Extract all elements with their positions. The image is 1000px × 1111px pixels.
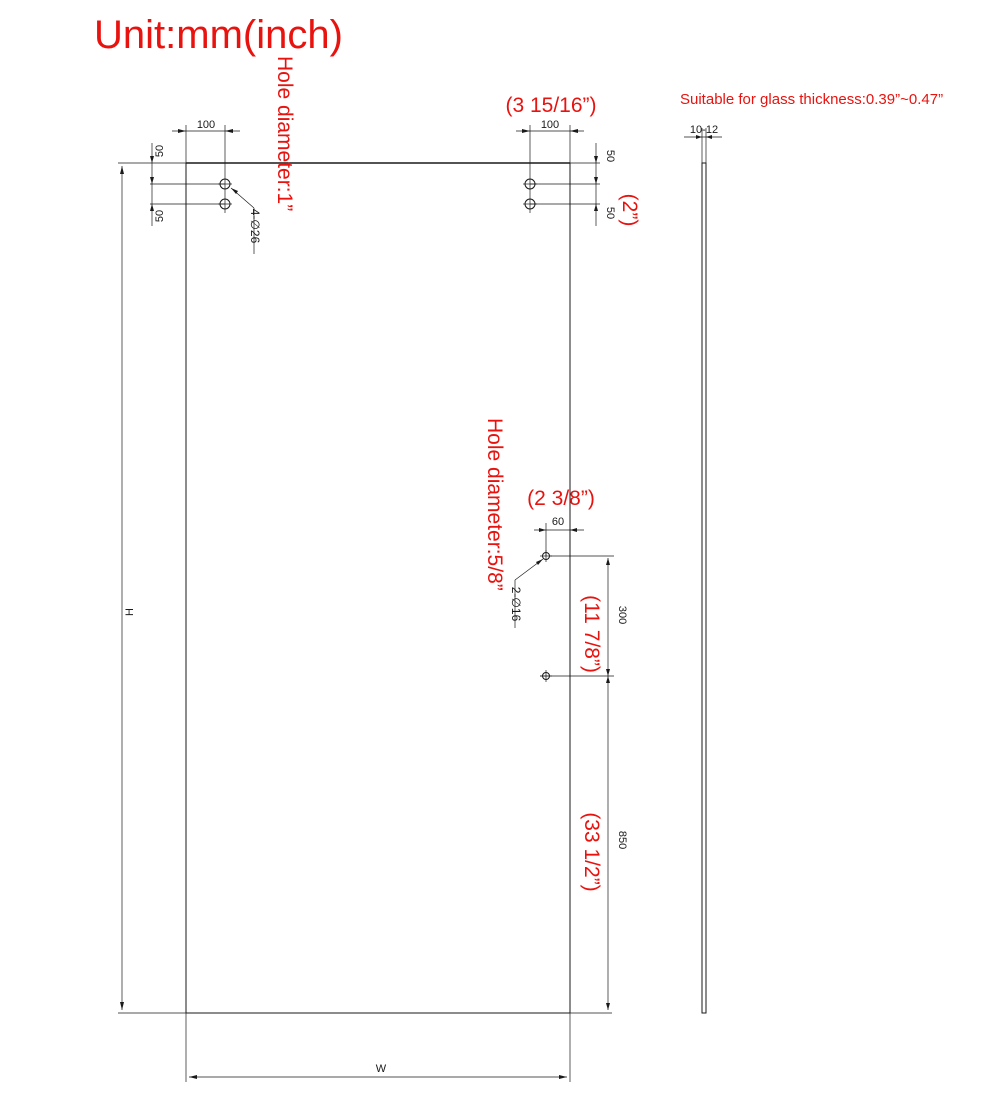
top-right-holes (523, 125, 537, 213)
top-left-edge-value: 50 (154, 145, 166, 157)
height-label: H (124, 608, 136, 616)
handle-bottom-value: 850 (616, 831, 628, 849)
top-spacing-inch: (3 15/16”) (505, 94, 596, 117)
height-dimension: H (120, 166, 136, 1010)
top-left-holes (218, 125, 232, 213)
width-label: W (376, 1063, 387, 1075)
top-right-vertical-dimensions: 50 50 (2”) (530, 143, 641, 226)
top-right-spacing-dimension: 100 (3 15/16”) (505, 94, 597, 163)
top-left-vertical-dimensions: 50 50 (150, 143, 225, 226)
handle-spacing-inch: (11 7/8”) (580, 595, 603, 673)
unit-title: Unit:mm(inch) (94, 13, 343, 57)
top-right-spacing-value: 100 (541, 119, 559, 131)
width-dimension: W (189, 1063, 567, 1079)
top-right-pitch-value: 50 (604, 207, 616, 219)
top-left-pitch-value: 50 (154, 210, 166, 222)
handle-offset-value: 60 (552, 516, 564, 528)
top-pitch-inch: (2”) (618, 194, 641, 227)
side-view: 10-12 (684, 124, 722, 1014)
top-left-spacing-dimension: 100 (172, 119, 240, 163)
handle-hole-callout: 2-∅16 Hole diameter:5/8” (483, 418, 544, 628)
glass-panel (118, 162, 612, 1082)
top-right-edge-value: 50 (604, 150, 616, 162)
top-hole-callout: 4-∅26 Hole diameter:1” (230, 56, 296, 254)
glass-thickness-note: Suitable for glass thickness:0.39”~0.47” (680, 91, 943, 108)
thickness-value: 10-12 (690, 124, 718, 136)
handle-hole-callout-text: 2-∅16 (509, 587, 523, 622)
handle-hole-diameter-note: Hole diameter:5/8” (483, 418, 506, 591)
handle-vertical-dimensions: 300 (11 7/8”) 850 (33 1/2”) (540, 555, 628, 1010)
top-hole-diameter-note: Hole diameter:1” (273, 56, 296, 211)
top-hole-callout-text: 4-∅26 (248, 209, 262, 244)
handle-holes (540, 550, 552, 682)
handle-spacing-value: 300 (616, 606, 628, 624)
handle-bottom-inch: (33 1/2”) (580, 812, 603, 891)
handle-offset-inch: (2 3/8”) (527, 487, 595, 510)
handle-offset-dimension: 60 (2 3/8”) (527, 487, 595, 556)
top-left-spacing-value: 100 (197, 119, 215, 131)
